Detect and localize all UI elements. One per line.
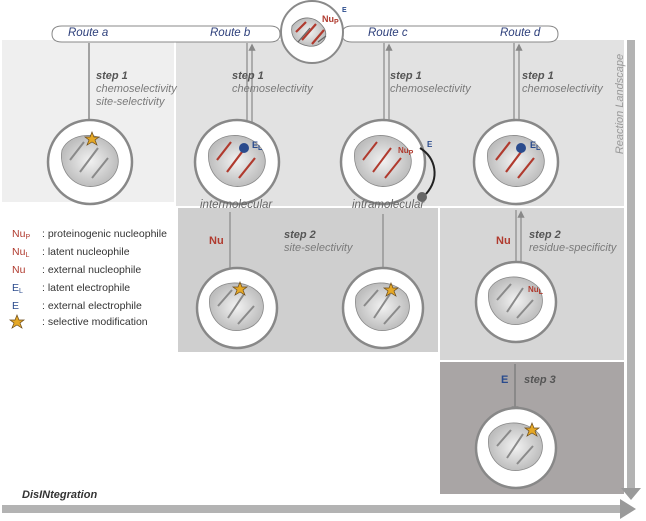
- route-a-step1: step 1: [96, 70, 128, 82]
- route-d-label: Route d: [500, 27, 541, 39]
- route-b-nu-reagent: Nu: [209, 235, 224, 247]
- route-c-label: Route c: [368, 27, 408, 39]
- route-capsule: [51, 25, 281, 43]
- protein-d: [472, 118, 560, 206]
- top-nu-label: NuP: [322, 14, 339, 26]
- route-b-site-selectivity: site-selectivity: [284, 242, 353, 254]
- protein-d-step3: [474, 406, 558, 490]
- legend-row: EL: latent electrophile: [12, 282, 131, 295]
- protein-c-nup-label: NuP: [398, 146, 414, 157]
- protein-b-step2: [195, 266, 279, 350]
- route-c-step1: step 1: [390, 70, 422, 82]
- route-a-label: Route a: [68, 27, 109, 39]
- protein-c-step2: [341, 266, 425, 350]
- disintegration-bar-arrow: [620, 499, 636, 519]
- route-a-chemoselectivity: chemoselectivity: [96, 83, 177, 95]
- route-b-label: Route b: [210, 27, 251, 39]
- route-a-site-selectivity: site-selectivity: [96, 96, 165, 108]
- route-d-residue-specificity: residue-specificity: [529, 242, 617, 254]
- disintegration-label: DisINtegration: [22, 489, 98, 501]
- top-e-label: E: [342, 7, 347, 14]
- reaction-landscape-label: Reaction Landscape: [614, 53, 626, 155]
- protein-d-el-label: EL: [530, 140, 541, 152]
- disintegration-bar: [2, 505, 622, 513]
- landscape-bar: [627, 40, 635, 490]
- protein-b-el-label: EL: [252, 140, 263, 152]
- route-d-chemoselectivity: chemoselectivity: [522, 83, 603, 95]
- protein-d-step2: [474, 260, 558, 344]
- legend-row: Nu: external nucleophile: [12, 264, 142, 276]
- legend-row: NuL: latent nucleophile: [12, 246, 130, 259]
- landscape-bar-arrow: [621, 488, 641, 500]
- legend-row: E: external electrophile: [12, 300, 142, 312]
- protein-b: [193, 118, 281, 206]
- protein-c: [339, 118, 436, 206]
- route-d-step2: step 2: [529, 229, 561, 241]
- route-c-chemoselectivity: chemoselectivity: [390, 83, 471, 95]
- route-b-chemoselectivity: chemoselectivity: [232, 83, 313, 95]
- legend-row: NuP: proteinogenic nucleophile: [12, 228, 167, 241]
- route-d-nu-reagent: Nu: [496, 235, 511, 247]
- intramolecular-caption: intramolecular: [352, 199, 425, 211]
- top-protein-ribbon: [291, 17, 327, 47]
- protein-d2-nul-label: NuL: [528, 285, 543, 296]
- route-d-e-reagent: E: [501, 374, 509, 386]
- route-b-step2: step 2: [284, 229, 316, 241]
- route-d-step3: step 3: [524, 374, 556, 386]
- intermolecular-caption: intermolecular: [200, 199, 273, 211]
- protein-a: [46, 118, 134, 206]
- route-d-step1: step 1: [522, 70, 554, 82]
- protein-c-e-label: E: [427, 140, 433, 149]
- route-b-step1: step 1: [232, 70, 264, 82]
- legend-row: : selective modification: [42, 316, 148, 328]
- legend-star-icon: [8, 314, 26, 329]
